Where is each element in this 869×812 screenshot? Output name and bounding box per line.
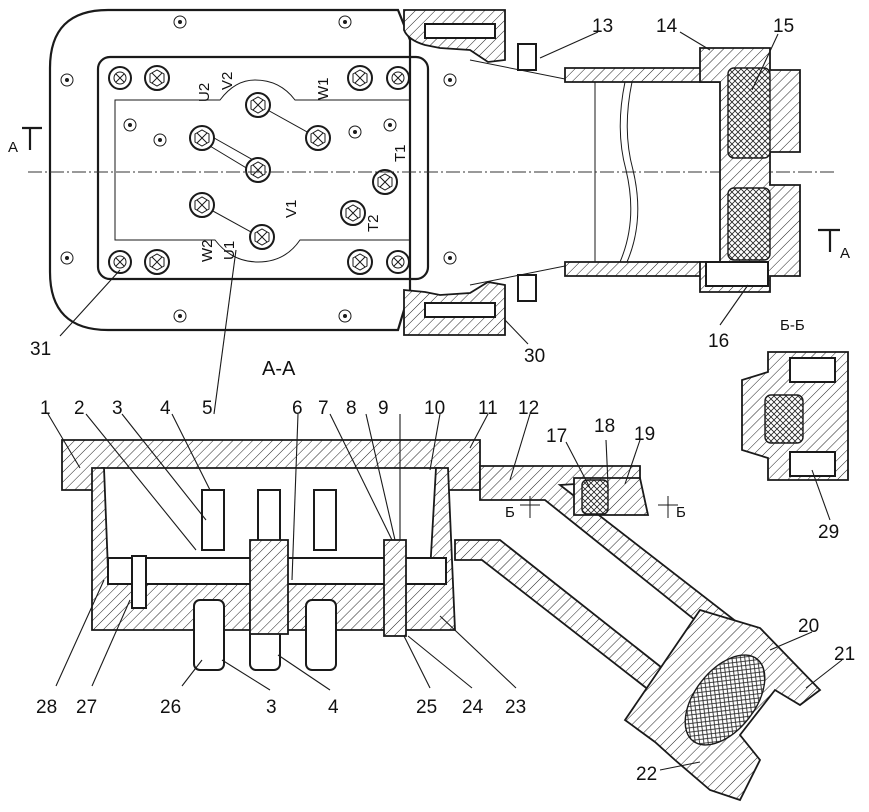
cover-plate (96, 55, 430, 281)
callout-12: 12 (518, 398, 539, 419)
svg-text:Б: Б (676, 504, 686, 521)
callout-5: 5 (202, 398, 213, 419)
callout-2: 2 (74, 398, 85, 419)
callout-21: 21 (834, 644, 855, 665)
callout-26: 26 (160, 697, 181, 718)
callout-13: 13 (592, 16, 613, 37)
section-marker-a-right: А (818, 228, 850, 262)
callout-10: 10 (424, 398, 445, 419)
entry-seal-upper (727, 67, 771, 159)
svg-text:А: А (8, 139, 18, 156)
svg-text:А: А (840, 245, 850, 262)
callout-19: 19 (634, 424, 655, 445)
callout-17: 17 (546, 426, 567, 447)
terminal-label-v1: V1 (283, 200, 300, 218)
terminal-label-t1: T1 (392, 144, 409, 162)
callout-18: 18 (594, 416, 615, 437)
callout-3b: 3 (266, 697, 277, 718)
housing-plate (48, 8, 412, 332)
callout-22: 22 (636, 764, 657, 785)
terminal-labels: U2 V2 W1 T1 V1 T2 W2 U1 (196, 72, 409, 262)
callout-24: 24 (462, 697, 484, 718)
terminal-label-w1: W1 (315, 78, 332, 101)
callout-14: 14 (656, 16, 678, 37)
terminal-label-v2: V2 (219, 72, 236, 90)
terminal-label-u1: U1 (221, 241, 238, 260)
entry-seal-lower (727, 187, 771, 261)
section-lid (61, 439, 481, 491)
callout-23: 23 (505, 697, 526, 718)
terminal-base (114, 79, 411, 263)
callout-11: 11 (478, 398, 498, 419)
section-a-a: А-А Б (61, 358, 822, 802)
terminal-studs (123, 92, 398, 250)
callout-4b: 4 (328, 697, 339, 718)
callout-20: 20 (798, 616, 819, 637)
terminal-label-u2: U2 (196, 83, 213, 102)
section-a-a-title: А-А (262, 358, 296, 380)
terminal-label-t2: T2 (365, 214, 382, 232)
leader-lines (47, 31, 843, 771)
callout-15: 15 (773, 16, 794, 37)
callout-30: 30 (524, 346, 545, 367)
section-marker-b-left: Б (505, 496, 540, 521)
section-marker-a-left: А (8, 126, 42, 156)
svg-text:Б: Б (505, 504, 515, 521)
callout-25: 25 (416, 697, 437, 718)
callout-28: 28 (36, 697, 57, 718)
callout-7: 7 (318, 398, 329, 419)
callout-29: 29 (818, 522, 839, 543)
callout-numbers: 13 14 15 16 30 31 1 2 3 4 5 6 7 8 9 10 1… (30, 16, 855, 785)
section-end-seal (684, 654, 766, 746)
callout-27: 27 (76, 697, 97, 718)
terminal-label-w2: W2 (199, 240, 216, 263)
callout-8: 8 (346, 398, 357, 419)
section-b-b: Б-Б (741, 317, 849, 481)
section-marker-b-right: Б (658, 496, 686, 521)
entry-housing (699, 47, 801, 293)
callout-1: 1 (40, 398, 51, 419)
callout-16: 16 (708, 331, 729, 352)
callout-3: 3 (112, 398, 123, 419)
top-view: U2 V2 W1 T1 V1 T2 W2 U1 (8, 8, 850, 336)
callout-6: 6 (292, 398, 303, 419)
callout-9: 9 (378, 398, 389, 419)
callout-31: 31 (30, 339, 51, 360)
section-b-b-title: Б-Б (780, 317, 805, 334)
section-terminals (131, 489, 407, 671)
callout-4: 4 (160, 398, 171, 419)
